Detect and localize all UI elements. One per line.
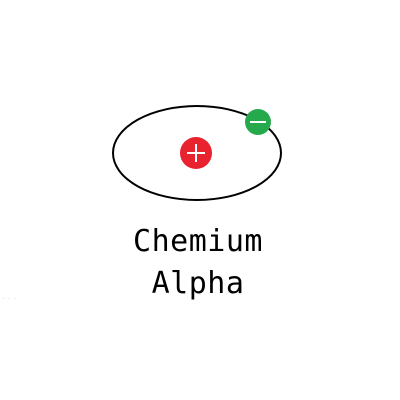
electron-icon — [245, 109, 271, 135]
element-name-line-2: Alpha — [151, 266, 245, 301]
orbit-ellipse — [112, 105, 282, 201]
nucleus-proton-icon — [180, 137, 212, 169]
faint-dots-decoration: . . . — [2, 292, 17, 302]
element-name-line-1: Chemium — [133, 224, 263, 259]
atom-diagram — [112, 105, 282, 201]
